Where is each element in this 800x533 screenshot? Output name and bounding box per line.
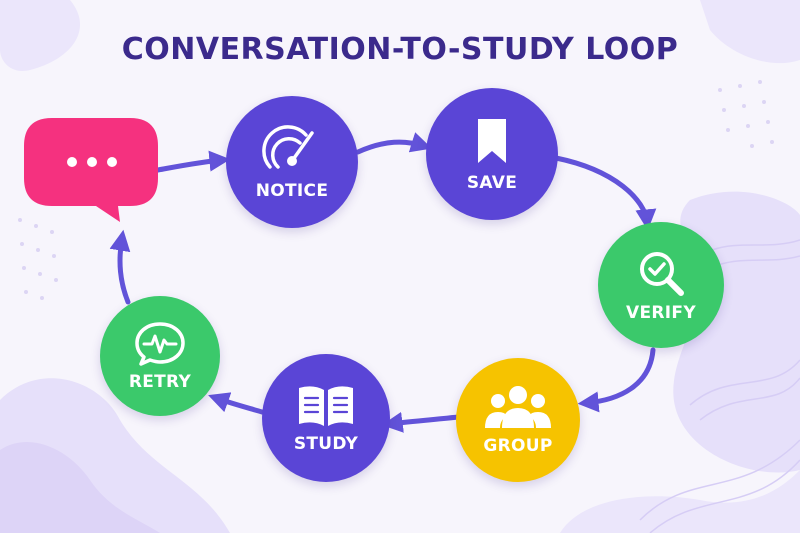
- arrow-save-to-verify: [553, 155, 657, 231]
- step-label: GROUP: [483, 436, 553, 456]
- loop-arrows: [109, 132, 657, 433]
- decorative-dots: [18, 80, 774, 300]
- step-label: VERIFY: [626, 303, 696, 323]
- people-group-icon: [485, 386, 551, 428]
- diagram-title: CONVERSATION-TO-STUDY LOOP: [121, 32, 679, 67]
- bookmark-icon: [478, 119, 506, 163]
- radar-icon: [262, 125, 314, 169]
- step-label: NOTICE: [255, 181, 329, 201]
- step-notice: NOTICE: [226, 96, 358, 228]
- arrow-study-to-retry: [208, 392, 265, 415]
- step-retry: RETRY: [100, 296, 220, 416]
- step-label: STUDY: [293, 434, 359, 454]
- arrow-verify-to-group: [577, 347, 656, 413]
- step-verify: VERIFY: [598, 222, 724, 348]
- arrow-group-to-study: [381, 411, 461, 433]
- arrow-retry-to-start: [109, 229, 131, 305]
- magnifier-check-icon: [640, 252, 684, 296]
- open-book-icon: [299, 386, 353, 426]
- step-save: SAVE: [426, 88, 558, 220]
- arrow-notice-to-save: [355, 132, 433, 155]
- step-study: STUDY: [262, 354, 390, 482]
- step-group: GROUP: [456, 358, 580, 482]
- arrow-start-to-notice: [155, 150, 231, 173]
- chat-pulse-icon: [135, 322, 185, 366]
- step-label: RETRY: [128, 372, 192, 392]
- step-label: SAVE: [466, 173, 518, 193]
- decorative-wave-lines: [639, 239, 800, 533]
